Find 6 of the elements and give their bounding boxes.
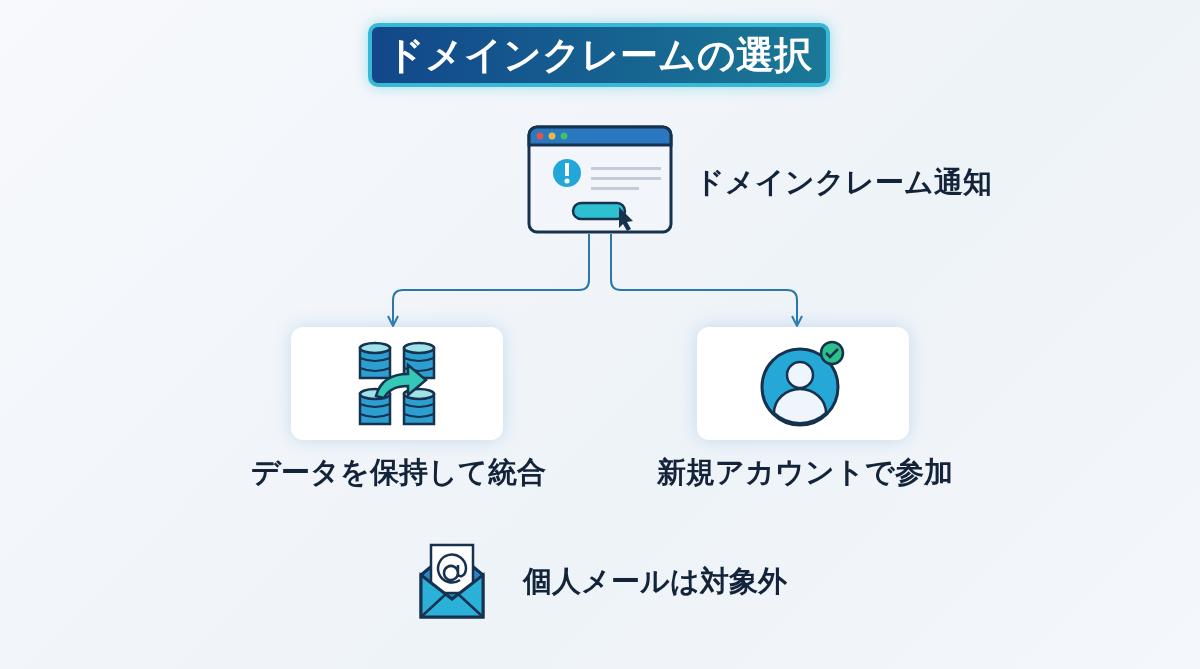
card-caption: 新規アカウントで参加 [657,454,949,491]
note-text: 個人メールは対象外 [523,563,787,600]
node-caption: ドメインクレーム通知 [695,164,992,201]
title-banner: ドメインクレームの選択 [368,23,830,87]
arrow [610,233,803,327]
arrow [387,233,590,327]
